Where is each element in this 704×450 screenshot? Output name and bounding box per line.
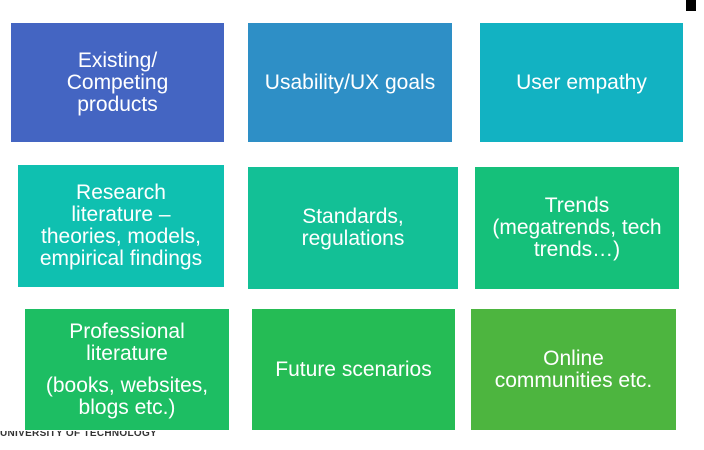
box-line: products bbox=[77, 92, 158, 116]
box-existing-competing-products: Existing/ Competing products bbox=[11, 23, 224, 142]
box-line: Online bbox=[543, 346, 604, 370]
box-line: Standards, bbox=[302, 205, 404, 228]
box-line: Future scenarios bbox=[275, 357, 432, 381]
box-research-literature: Research literature – theories, models, … bbox=[18, 165, 224, 287]
box-line: Competing bbox=[66, 70, 169, 94]
box-user-empathy: User empathy bbox=[480, 23, 683, 142]
box-line: Professional bbox=[69, 319, 185, 343]
box-line: Usability/UX goals bbox=[264, 70, 436, 94]
footer-label: UNIVERSITY OF TECHNOLOGY bbox=[0, 431, 158, 439]
box-usability-ux-goals: Usability/UX goals bbox=[248, 23, 452, 142]
box-line: literature – bbox=[71, 203, 171, 226]
box-line: trends…) bbox=[533, 238, 621, 261]
box-line: Research bbox=[76, 181, 166, 204]
box-line: (books, websites, bbox=[45, 373, 209, 397]
box-online-communities: Online communities etc. bbox=[471, 309, 676, 430]
box-line: communities etc. bbox=[494, 368, 653, 392]
box-line: literature bbox=[86, 341, 168, 365]
top-right-mark bbox=[686, 0, 696, 11]
box-line: regulations bbox=[301, 227, 405, 250]
box-line: empirical findings bbox=[39, 247, 203, 270]
box-line: User empathy bbox=[516, 70, 647, 94]
box-line: Trends bbox=[544, 194, 610, 217]
box-trends: Trends (megatrends, tech trends…) bbox=[475, 167, 679, 289]
box-line: Existing/ bbox=[77, 48, 158, 72]
box-professional-literature: Professional literature (books, websites… bbox=[25, 309, 229, 430]
box-standards-regulations: Standards, regulations bbox=[248, 167, 458, 289]
box-line: (megatrends, tech bbox=[492, 216, 662, 239]
footer-university-text: UNIVERSITY OF TECHNOLOGY bbox=[0, 431, 157, 443]
box-line: theories, models, bbox=[41, 225, 201, 248]
box-future-scenarios: Future scenarios bbox=[252, 309, 455, 430]
box-line: blogs etc.) bbox=[78, 395, 176, 419]
